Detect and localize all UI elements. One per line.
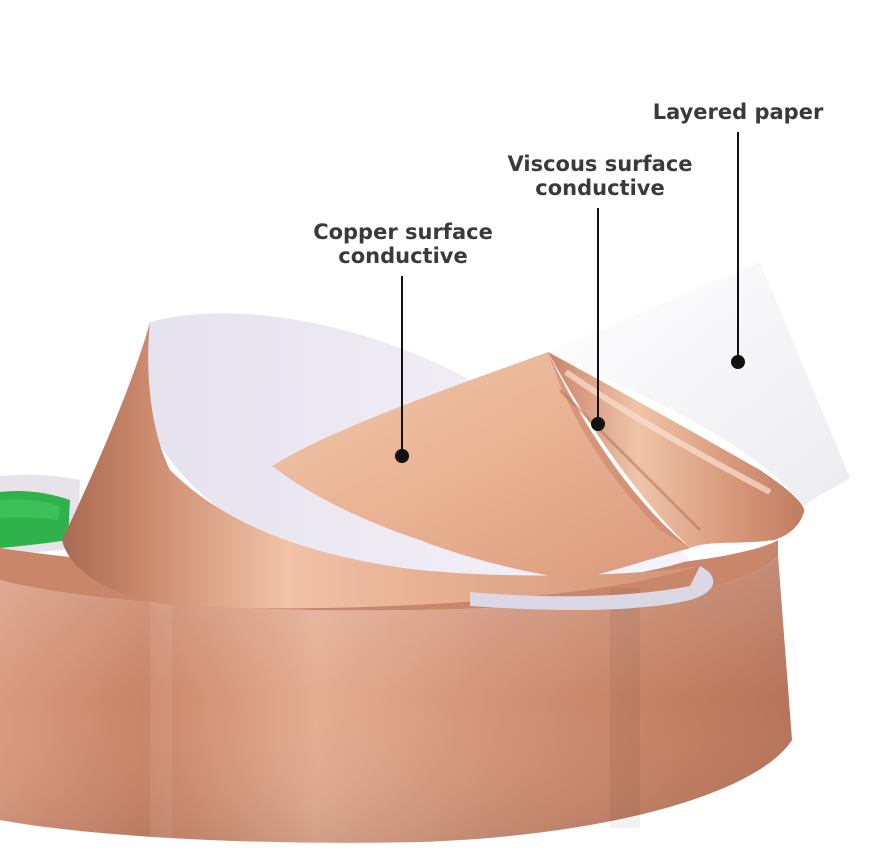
copper-surface-dot [395,449,409,463]
copper-surface-line-1: Copper surface [313,220,493,244]
layered-paper-line-1: Layered paper [652,100,824,124]
viscous-surface-line-1: Viscous surface [507,152,693,176]
copper-surface-label: Copper surface conductive [308,220,498,268]
large-copper-roll [0,540,792,843]
layered-paper-sheet [548,262,850,506]
copper-surface-line-2: conductive [338,244,468,268]
peeled-copper-flap [272,352,690,580]
viscous-surface-dot [591,417,605,431]
viscous-surface-line-2: conductive [535,176,665,200]
curled-adhesive-strip [548,352,805,548]
layered-paper-dot [731,355,745,369]
layered-paper-label: Layered paper [650,100,826,124]
callout-markers [395,132,745,463]
viscous-surface-label: Viscous surface conductive [505,152,695,200]
back-roll [0,474,80,556]
